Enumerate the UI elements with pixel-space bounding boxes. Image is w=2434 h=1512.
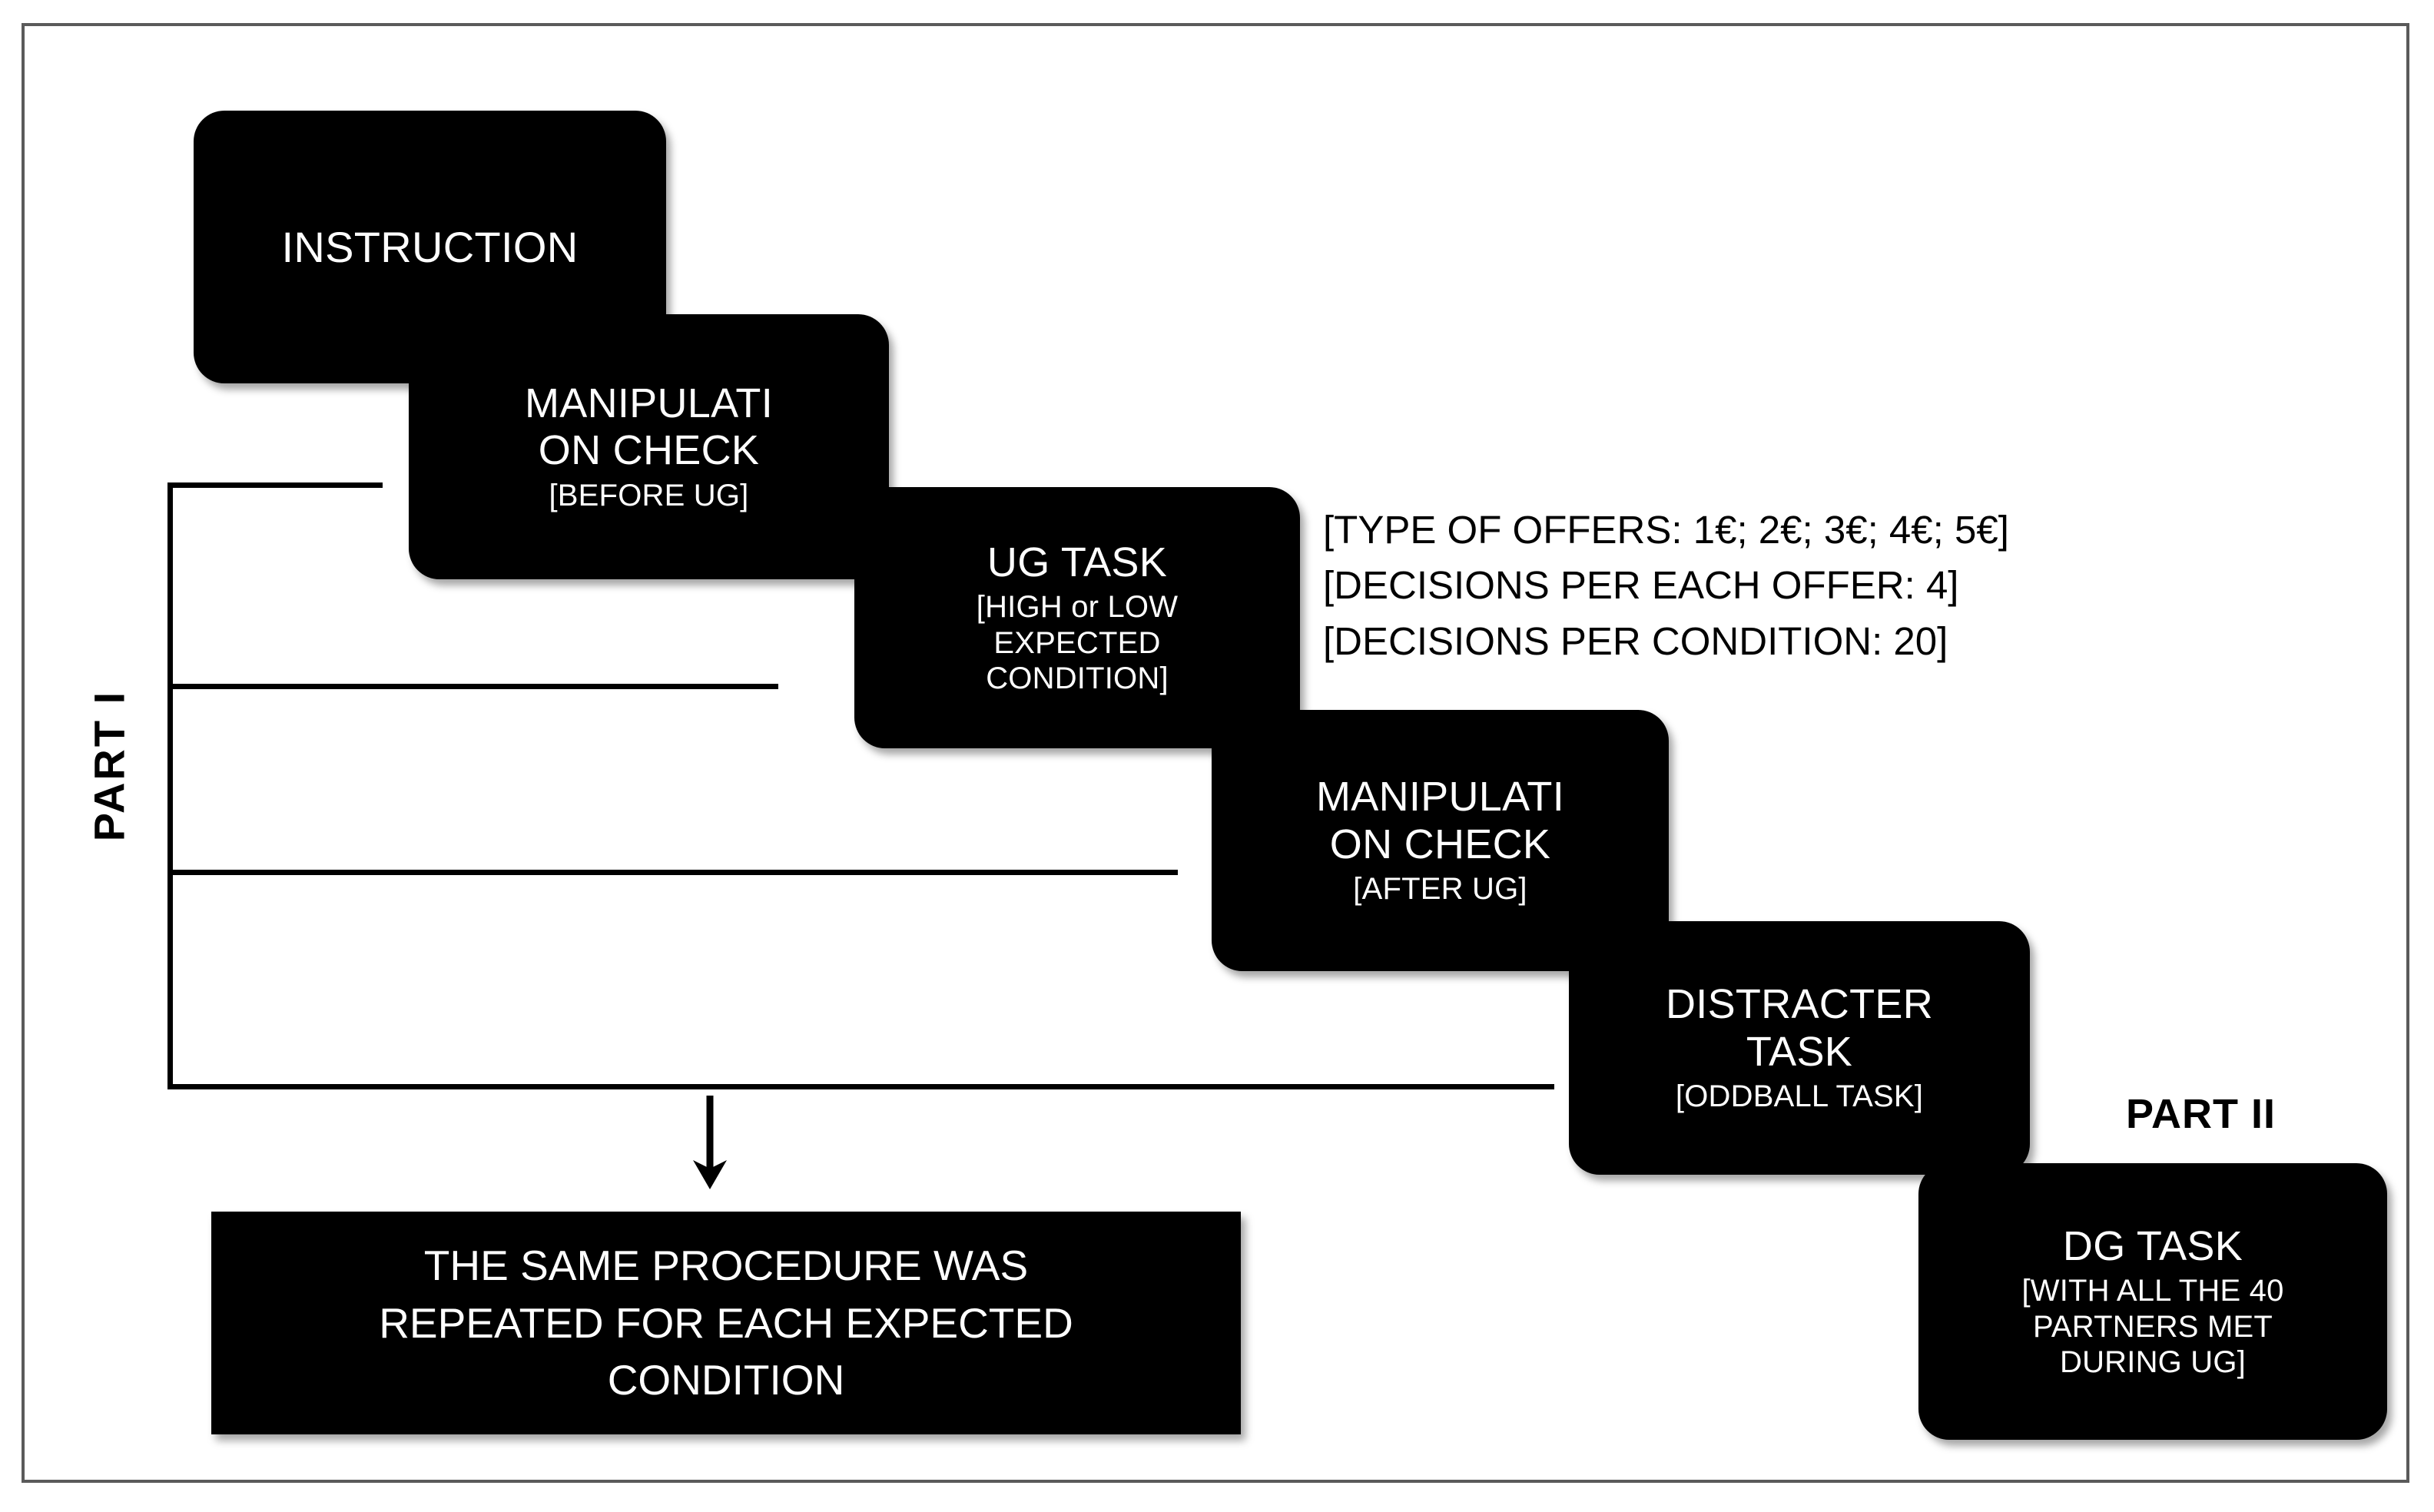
ug-task-annotations: [TYPE OF OFFERS: 1€; 2€; 3€; 4€; 5€] [DE…	[1323, 502, 2009, 669]
annotation-line-offers: [TYPE OF OFFERS: 1€; 2€; 3€; 4€; 5€]	[1323, 508, 2009, 552]
repeat-procedure-text: THE SAME PROCEDURE WAS REPEATED FOR EACH…	[379, 1241, 1073, 1404]
step-title: DISTRACTER TASK	[1665, 981, 1933, 1075]
step-subtitle: [WITH ALL THE 40 PARTNERS MET DURING UG]	[2021, 1274, 2284, 1379]
step-title: MANIPULATI ON CHECK	[1315, 774, 1565, 867]
annotation-line-decisions-per-offer: [DECISIONS PER EACH OFFER: 4]	[1323, 563, 1959, 608]
step-title: UG TASK	[987, 539, 1168, 585]
annotation-line-decisions-per-condition: [DECISIONS PER CONDITION: 20]	[1323, 618, 1948, 663]
step-subtitle: [HIGH or LOW EXPECTED CONDITION]	[976, 590, 1179, 695]
step-box-manipulation-check-before[interactable]: MANIPULATI ON CHECK [BEFORE UG]	[409, 314, 889, 579]
step-subtitle: [ODDBALL TASK]	[1675, 1079, 1924, 1114]
step-title: DG TASK	[2062, 1222, 2243, 1269]
step-subtitle: [BEFORE UG]	[549, 478, 749, 512]
repeat-procedure-box[interactable]: THE SAME PROCEDURE WAS REPEATED FOR EACH…	[211, 1212, 1241, 1434]
step-box-distracter-task[interactable]: DISTRACTER TASK [ODDBALL TASK]	[1569, 921, 2030, 1175]
bracket-line-4	[167, 1084, 1554, 1089]
part-two-label: PART II	[2126, 1091, 2276, 1137]
figure-frame: PART I INSTRUCTION MANIPULATI ON CHECK […	[22, 23, 2409, 1483]
bracket-line-2	[167, 684, 778, 689]
step-title: MANIPULATI ON CHECK	[524, 380, 774, 474]
step-box-dg-task[interactable]: DG TASK [WITH ALL THE 40 PARTNERS MET DU…	[1918, 1163, 2387, 1440]
step-box-ug-task[interactable]: UG TASK [HIGH or LOW EXPECTED CONDITION]	[854, 487, 1300, 748]
part-one-label: PART I	[85, 689, 134, 842]
step-subtitle: [AFTER UG]	[1353, 872, 1527, 907]
bracket-line-3	[167, 870, 1178, 875]
bracket-line-1	[167, 482, 383, 488]
step-title: INSTRUCTION	[281, 222, 579, 271]
down-arrow-icon	[693, 1096, 727, 1189]
part-one-bracket-stem	[167, 482, 173, 1089]
step-box-manipulation-check-after[interactable]: MANIPULATI ON CHECK [AFTER UG]	[1212, 710, 1669, 971]
